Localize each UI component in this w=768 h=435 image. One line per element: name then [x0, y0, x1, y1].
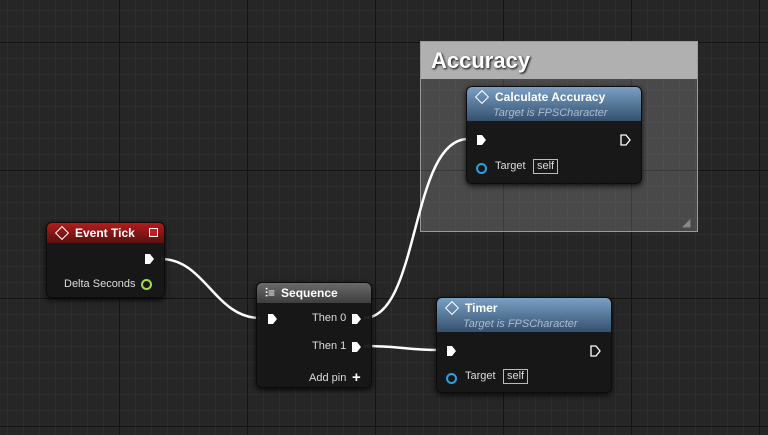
delta-seconds-pin-icon[interactable]	[141, 279, 152, 290]
calculate-accuracy-node[interactable]: Calculate Accuracy Target is FPSCharacte…	[466, 86, 642, 184]
exec-in-pin-icon[interactable]	[446, 345, 457, 357]
target-label: Target	[465, 370, 496, 382]
event-tick-header[interactable]: Event Tick	[47, 223, 164, 243]
event-diamond-icon	[54, 225, 70, 241]
delta-seconds-label: Delta Seconds	[64, 278, 136, 290]
then0-pin-icon[interactable]	[351, 313, 362, 325]
exec-wire-tick-to-sequence[interactable]	[160, 257, 261, 320]
then1-pin-icon[interactable]	[351, 341, 362, 353]
exec-out-pin-icon[interactable]	[144, 253, 155, 265]
calculate-accuracy-title: Calculate Accuracy	[495, 90, 606, 104]
add-pin-plus-icon[interactable]: +	[352, 369, 361, 386]
target-self-value[interactable]: self	[503, 369, 529, 384]
add-pin-label[interactable]: Add pin	[309, 372, 347, 384]
sequence-icon: ⫶≡	[265, 285, 276, 300]
calculate-accuracy-subtitle: Target is FPSCharacter	[493, 107, 608, 119]
timer-header[interactable]: Timer Target is FPSCharacter	[437, 298, 611, 332]
then1-label: Then 1	[312, 340, 347, 352]
sequence-header[interactable]: ⫶≡ Sequence	[257, 283, 371, 303]
exec-wire-then0-to-calc[interactable]	[363, 137, 469, 320]
target-pin-icon[interactable]	[446, 373, 457, 384]
then0-label: Then 0	[312, 312, 347, 324]
timer-title: Timer	[465, 301, 498, 315]
target-label: Target	[495, 160, 526, 172]
calculate-accuracy-header[interactable]: Calculate Accuracy Target is FPSCharacte…	[467, 87, 641, 121]
function-diamond-icon	[474, 89, 490, 105]
event-tick-node[interactable]: Event Tick Delta Seconds	[46, 222, 165, 298]
exec-in-pin-icon[interactable]	[267, 313, 278, 325]
exec-wire-then1-to-timer[interactable]	[363, 344, 440, 352]
timer-node[interactable]: Timer Target is FPSCharacter Target self	[436, 297, 612, 393]
sequence-title: Sequence	[281, 286, 338, 300]
resize-handle-icon[interactable]: ◢	[682, 217, 691, 229]
timer-subtitle: Target is FPSCharacter	[463, 318, 578, 330]
exec-in-pin-icon[interactable]	[476, 134, 487, 146]
event-tick-title: Event Tick	[75, 226, 135, 240]
target-self-value[interactable]: self	[533, 159, 559, 174]
exec-out-pin-icon[interactable]	[620, 134, 631, 146]
sequence-node[interactable]: ⫶≡ Sequence Then 0 Then 1 Add pin +	[256, 282, 372, 388]
function-diamond-icon	[444, 300, 460, 316]
comment-title[interactable]: Accuracy	[421, 42, 697, 79]
exec-out-pin-icon[interactable]	[590, 345, 601, 357]
delegate-pin-icon[interactable]	[149, 228, 158, 237]
target-pin-icon[interactable]	[476, 163, 487, 174]
